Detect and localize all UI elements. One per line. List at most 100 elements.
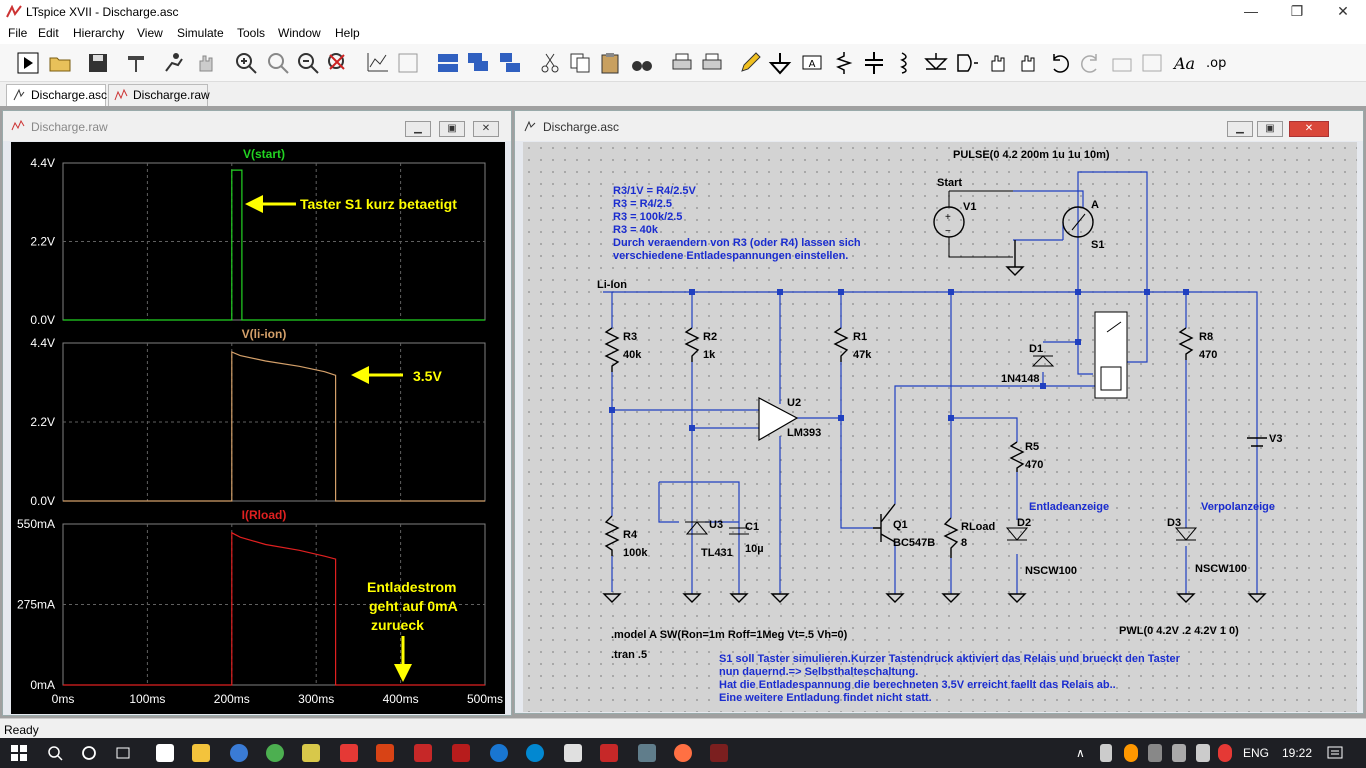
print-icon[interactable] bbox=[670, 51, 694, 75]
firefox-icon[interactable] bbox=[674, 744, 692, 762]
tray-usb-icon[interactable] bbox=[1100, 744, 1112, 762]
close-button[interactable]: ✕ bbox=[1337, 3, 1349, 19]
maximize-button[interactable]: ❐ bbox=[1290, 3, 1304, 19]
drag-hand-icon[interactable] bbox=[1016, 51, 1040, 75]
spice-directive-icon[interactable]: .op bbox=[1204, 51, 1228, 75]
schematic-svg[interactable]: +− PULSE(0 4.2 200m 1u 1u 10m) R3/1 bbox=[523, 142, 1357, 712]
trace-line-0[interactable] bbox=[63, 169, 485, 321]
autorange-icon[interactable] bbox=[366, 51, 390, 75]
trace-title-1[interactable]: V(li-ion) bbox=[242, 327, 287, 341]
schematic-close-button[interactable]: ✕ bbox=[1289, 121, 1329, 137]
trace-line-1[interactable] bbox=[63, 351, 485, 502]
taskbar-app-1-icon[interactable] bbox=[156, 744, 174, 762]
menu-file[interactable]: File bbox=[8, 26, 28, 40]
file-explorer-icon[interactable] bbox=[192, 744, 210, 762]
schematic-minimize-button[interactable]: ▁ bbox=[1227, 121, 1253, 137]
component-icon[interactable] bbox=[954, 51, 978, 75]
capacitor-icon[interactable] bbox=[862, 51, 886, 75]
move-hand-icon[interactable] bbox=[986, 51, 1010, 75]
run-icon[interactable] bbox=[16, 51, 40, 75]
taskbar-app-7-icon[interactable] bbox=[376, 744, 394, 762]
taskbar-app-3-icon[interactable] bbox=[230, 744, 248, 762]
print-setup-icon[interactable] bbox=[700, 51, 724, 75]
windows-start-icon[interactable] bbox=[10, 744, 28, 762]
minimize-button[interactable]: — bbox=[1244, 3, 1258, 19]
waveform-icon bbox=[11, 120, 25, 131]
notification-icon[interactable] bbox=[1326, 744, 1344, 762]
resistor-icon[interactable] bbox=[832, 51, 856, 75]
diode-icon[interactable] bbox=[924, 51, 948, 75]
mirror-icon[interactable] bbox=[1140, 51, 1164, 75]
zoom-cancel-icon[interactable] bbox=[326, 51, 350, 75]
chrome-icon[interactable] bbox=[266, 744, 284, 762]
tile-horizontal-icon[interactable] bbox=[436, 51, 460, 75]
taskbar-app-6-icon[interactable] bbox=[340, 744, 358, 762]
taskbar-app-10-icon[interactable] bbox=[490, 744, 508, 762]
cortana-icon[interactable] bbox=[80, 744, 98, 762]
tray-edit-icon[interactable] bbox=[1172, 744, 1186, 762]
task-view-icon[interactable] bbox=[114, 744, 132, 762]
waveform-restore-button[interactable]: ▣ bbox=[439, 121, 465, 137]
search-icon[interactable] bbox=[46, 744, 64, 762]
ground-icon[interactable] bbox=[768, 51, 792, 75]
halt-run-icon[interactable] bbox=[162, 51, 186, 75]
control-panel-hammer-icon[interactable] bbox=[124, 51, 148, 75]
inductor-icon[interactable] bbox=[892, 51, 916, 75]
tab-discharge-asc[interactable]: Discharge.asc bbox=[6, 84, 107, 106]
menu-help[interactable]: Help bbox=[335, 26, 360, 40]
menu-hierarchy[interactable]: Hierarchy bbox=[73, 26, 125, 40]
cascade-icon[interactable] bbox=[466, 51, 490, 75]
menu-view[interactable]: View bbox=[137, 26, 163, 40]
taskbar-app-9-icon[interactable] bbox=[452, 744, 470, 762]
menu-simulate[interactable]: Simulate bbox=[177, 26, 224, 40]
waveform-plot-svg[interactable]: 4.4V2.2V0.0VV(start)4.4V2.2V0.0VV(li-ion… bbox=[11, 142, 505, 714]
redo-icon[interactable] bbox=[1078, 51, 1102, 75]
zoom-fit-icon[interactable] bbox=[266, 51, 290, 75]
open-folder-icon[interactable] bbox=[48, 51, 72, 75]
cut-icon[interactable] bbox=[538, 51, 562, 75]
find-binoculars-icon[interactable] bbox=[630, 51, 654, 75]
schematic-window-titlebar[interactable]: Discharge.asc ▁ ▣ ✕ bbox=[515, 111, 1363, 141]
draw-wire-pencil-icon[interactable] bbox=[738, 51, 762, 75]
taskbar-app-8-icon[interactable] bbox=[414, 744, 432, 762]
label-net-icon[interactable]: A bbox=[800, 51, 824, 75]
text-icon[interactable]: Aa bbox=[1172, 51, 1196, 75]
zoom-out-icon[interactable] bbox=[296, 51, 320, 75]
tray-volume-icon[interactable] bbox=[1196, 744, 1210, 762]
chart-icon[interactable] bbox=[396, 51, 420, 75]
tray-chevron-icon[interactable]: ∧ bbox=[1076, 746, 1085, 760]
schematic-restore-button[interactable]: ▣ bbox=[1257, 121, 1283, 137]
pan-hand-icon[interactable] bbox=[194, 51, 218, 75]
zoom-in-icon[interactable] bbox=[234, 51, 258, 75]
waveform-minimize-button[interactable]: ▁ bbox=[405, 121, 431, 137]
r2-value: 1k bbox=[703, 349, 716, 361]
taskbar-app-14-icon[interactable] bbox=[638, 744, 656, 762]
menu-tools[interactable]: Tools bbox=[237, 26, 266, 40]
tray-network-icon[interactable] bbox=[1148, 744, 1162, 762]
waveform-window-titlebar[interactable]: Discharge.raw ▁ ▣ ✕ bbox=[3, 111, 511, 141]
menu-window[interactable]: Window bbox=[278, 26, 321, 40]
trace-title-0[interactable]: V(start) bbox=[243, 147, 285, 161]
save-icon[interactable] bbox=[86, 51, 110, 75]
trace-title-2[interactable]: I(Rload) bbox=[242, 508, 287, 522]
undo-icon[interactable] bbox=[1048, 51, 1072, 75]
paste-icon[interactable] bbox=[598, 51, 622, 75]
waveform-close-button[interactable]: ✕ bbox=[473, 121, 499, 137]
tray-search-icon[interactable] bbox=[1124, 744, 1138, 762]
taskbar-app-13-icon[interactable] bbox=[600, 744, 618, 762]
notepad-icon[interactable] bbox=[302, 744, 320, 762]
ltspice-taskbar-icon[interactable] bbox=[710, 744, 728, 762]
taskbar-app-12-icon[interactable] bbox=[564, 744, 582, 762]
skype-icon[interactable] bbox=[526, 744, 544, 762]
trace-line-2[interactable] bbox=[63, 531, 485, 686]
rotate-icon[interactable] bbox=[1110, 51, 1134, 75]
tray-chrome-icon[interactable] bbox=[1218, 744, 1232, 762]
schematic-canvas[interactable]: +− PULSE(0 4.2 200m 1u 1u 10m) R3/1 bbox=[523, 142, 1357, 712]
tray-language[interactable]: ENG bbox=[1243, 746, 1270, 760]
tab-discharge-raw[interactable]: Discharge.raw bbox=[108, 84, 210, 106]
menu-edit[interactable]: Edit bbox=[38, 26, 59, 40]
tile-vertical-icon[interactable] bbox=[498, 51, 522, 75]
tray-clock[interactable]: 19:22 bbox=[1282, 746, 1313, 760]
copy-icon[interactable] bbox=[568, 51, 592, 75]
